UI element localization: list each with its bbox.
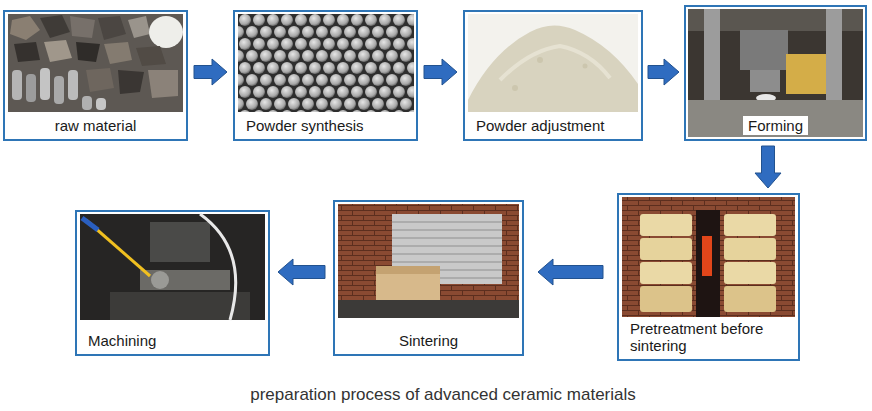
process-box: Machining bbox=[75, 210, 270, 356]
step-label: Sintering bbox=[394, 331, 463, 350]
kiln-photo bbox=[622, 197, 795, 317]
step-label: Machining bbox=[83, 331, 161, 350]
step-label: Powder adjustment bbox=[471, 116, 609, 135]
process-box: Pretreatment before sintering bbox=[617, 193, 800, 361]
sintering-photo bbox=[338, 204, 519, 318]
flow-arrow bbox=[278, 259, 325, 285]
step-label: Pretreatment before sintering bbox=[625, 319, 792, 355]
sem-photo bbox=[238, 14, 414, 112]
step-label: Forming bbox=[743, 116, 808, 135]
figure-caption: preparation process of advanced ceramic … bbox=[14, 385, 872, 405]
process-box: Sintering bbox=[333, 200, 524, 356]
flow-arrow bbox=[538, 259, 603, 285]
gravel-photo bbox=[8, 14, 183, 112]
press-photo bbox=[688, 9, 863, 137]
flow-arrow bbox=[755, 146, 781, 188]
machining-photo bbox=[80, 214, 265, 320]
process-box: raw material bbox=[3, 10, 188, 141]
process-box: Powder adjustment bbox=[463, 10, 643, 141]
process-box: Powder synthesis bbox=[233, 10, 418, 141]
flow-arrow bbox=[424, 59, 457, 85]
flow-arrow bbox=[194, 59, 227, 85]
step-label: Powder synthesis bbox=[241, 116, 369, 135]
process-box: Forming bbox=[684, 5, 867, 141]
flow-arrow bbox=[648, 59, 679, 85]
step-label: raw material bbox=[50, 116, 142, 135]
powder-photo bbox=[468, 14, 638, 112]
